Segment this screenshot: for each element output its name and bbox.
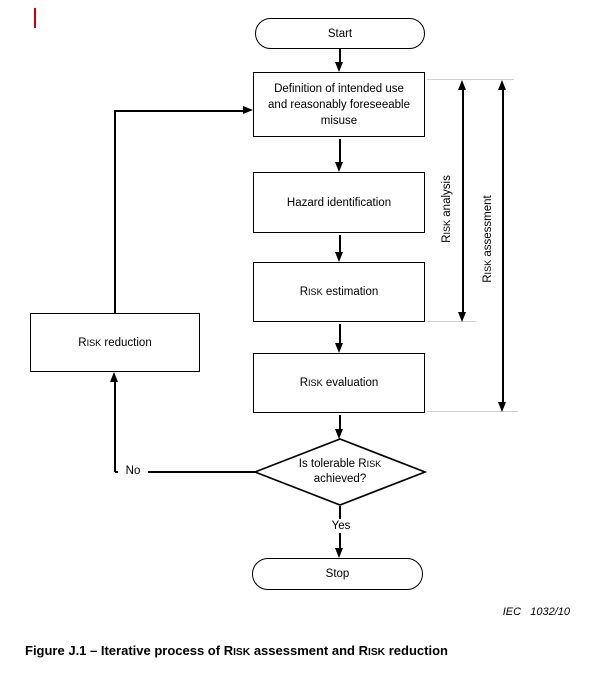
risk-reduction-node: RISK reduction (30, 313, 200, 372)
risk-assessment-bracket-label: RISK assessment (482, 195, 494, 283)
revision-change-bar (34, 8, 36, 28)
figure-caption: Figure J.1 – Iterative process of RISK a… (25, 643, 448, 658)
arrowhead-down-icon (498, 402, 506, 412)
arrowhead-right-icon (243, 106, 253, 114)
risk-estimation-node: RISK estimation (253, 262, 425, 322)
start-node-label: Start (327, 27, 353, 40)
risk-evaluation-node: RISK evaluation (253, 353, 425, 413)
connector-hazard-estimation (339, 235, 341, 253)
leader-line-top (427, 79, 514, 80)
decision-diamond-shape (253, 438, 427, 506)
arrowhead-up-icon (110, 372, 118, 382)
leader-line-assessment-bottom (427, 411, 518, 412)
arrowhead-up-icon (498, 80, 506, 90)
risk-reduction-label: RISK reduction (78, 336, 152, 349)
risk-analysis-bracket-label: RISK analysis (441, 175, 453, 243)
leader-line-analysis-bottom (427, 321, 476, 322)
definition-node: Definition of intended use and reasonabl… (253, 72, 425, 137)
arrowhead-down-icon (335, 548, 343, 558)
connector-feedback-horizontal (114, 110, 243, 112)
connector-evaluation-decision (339, 415, 341, 430)
connector-feedback-vertical (114, 111, 116, 313)
connector-no-vertical (114, 382, 116, 472)
connector-estimation-evaluation (339, 324, 341, 344)
stop-node-label: Stop (325, 568, 350, 580)
yes-edge-label: Yes (323, 519, 359, 533)
no-edge-label: No (118, 464, 148, 478)
risk-estimation-label: RISK estimation (299, 286, 379, 298)
risk-evaluation-label: RISK evaluation (299, 377, 379, 389)
connector-start-definition (339, 49, 341, 63)
iec-plate-reference: IEC 1032/10 (502, 606, 570, 618)
risk-assessment-bracket-line (502, 88, 504, 404)
arrowhead-up-icon (458, 80, 466, 90)
risk-analysis-bracket-line (462, 88, 464, 314)
arrowhead-down-icon (335, 62, 343, 72)
arrowhead-down-icon (458, 312, 466, 322)
start-node: Start (255, 18, 425, 49)
connector-no-horizontal (115, 471, 255, 473)
arrowhead-down-icon (335, 343, 343, 353)
hazard-identification-label: Hazard identification (286, 196, 392, 209)
connector-definition-hazard (339, 139, 341, 163)
hazard-identification-node: Hazard identification (253, 172, 425, 233)
arrowhead-down-icon (335, 162, 343, 172)
definition-node-label: Definition of intended use and reasonabl… (268, 82, 410, 127)
arrowhead-down-icon (335, 429, 343, 439)
stop-node: Stop (252, 558, 423, 590)
arrowhead-down-icon (335, 252, 343, 262)
